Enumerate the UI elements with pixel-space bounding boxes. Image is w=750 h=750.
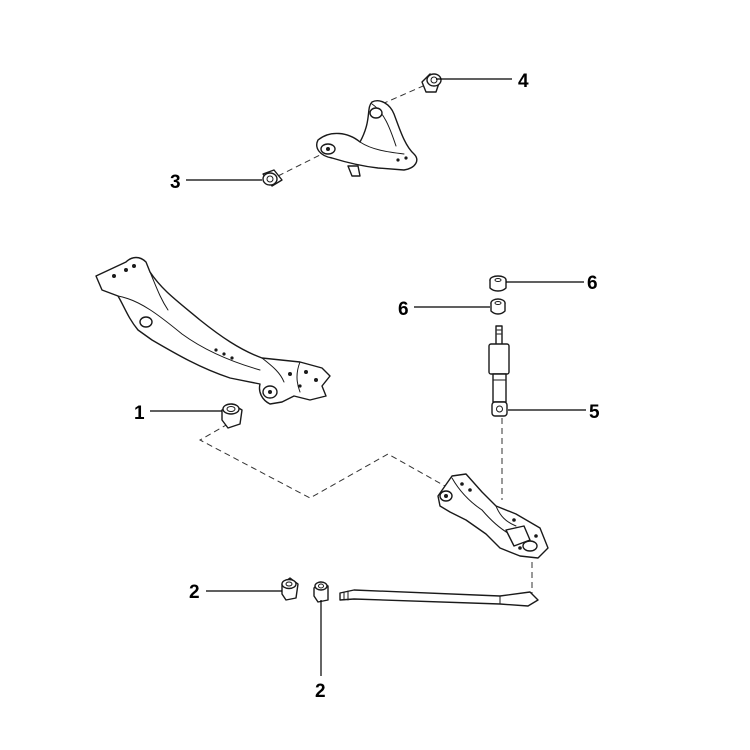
bushing-part-4 (421, 73, 442, 93)
callout-1: 1 (134, 403, 145, 424)
leader-lines (150, 78, 586, 676)
callout-5: 5 (589, 402, 600, 423)
bushing-part-6-upper (489, 275, 507, 292)
bushing-part-2-left (281, 577, 299, 601)
crossmember-subframe (95, 256, 331, 405)
assembly-dashed-lines (198, 82, 533, 598)
callout-4: 4 (518, 71, 529, 92)
callout-2-bottom: 2 (315, 681, 326, 702)
callout-6-upper: 6 (587, 273, 598, 294)
shock-absorber-part-5 (488, 325, 510, 417)
callout-2-left: 2 (189, 582, 200, 603)
callout-3: 3 (170, 172, 181, 193)
bushing-part-6-lower (490, 298, 506, 315)
lower-control-arm (437, 473, 549, 559)
bushing-part-3 (262, 169, 283, 187)
bushing-part-2-right (313, 581, 329, 603)
bushing-part-1 (221, 403, 243, 429)
lateral-rod (339, 589, 539, 607)
upper-control-arm (316, 100, 418, 177)
callout-6-lower: 6 (398, 299, 409, 320)
callout-numbers: 4 3 6 6 5 1 2 2 (134, 71, 600, 702)
